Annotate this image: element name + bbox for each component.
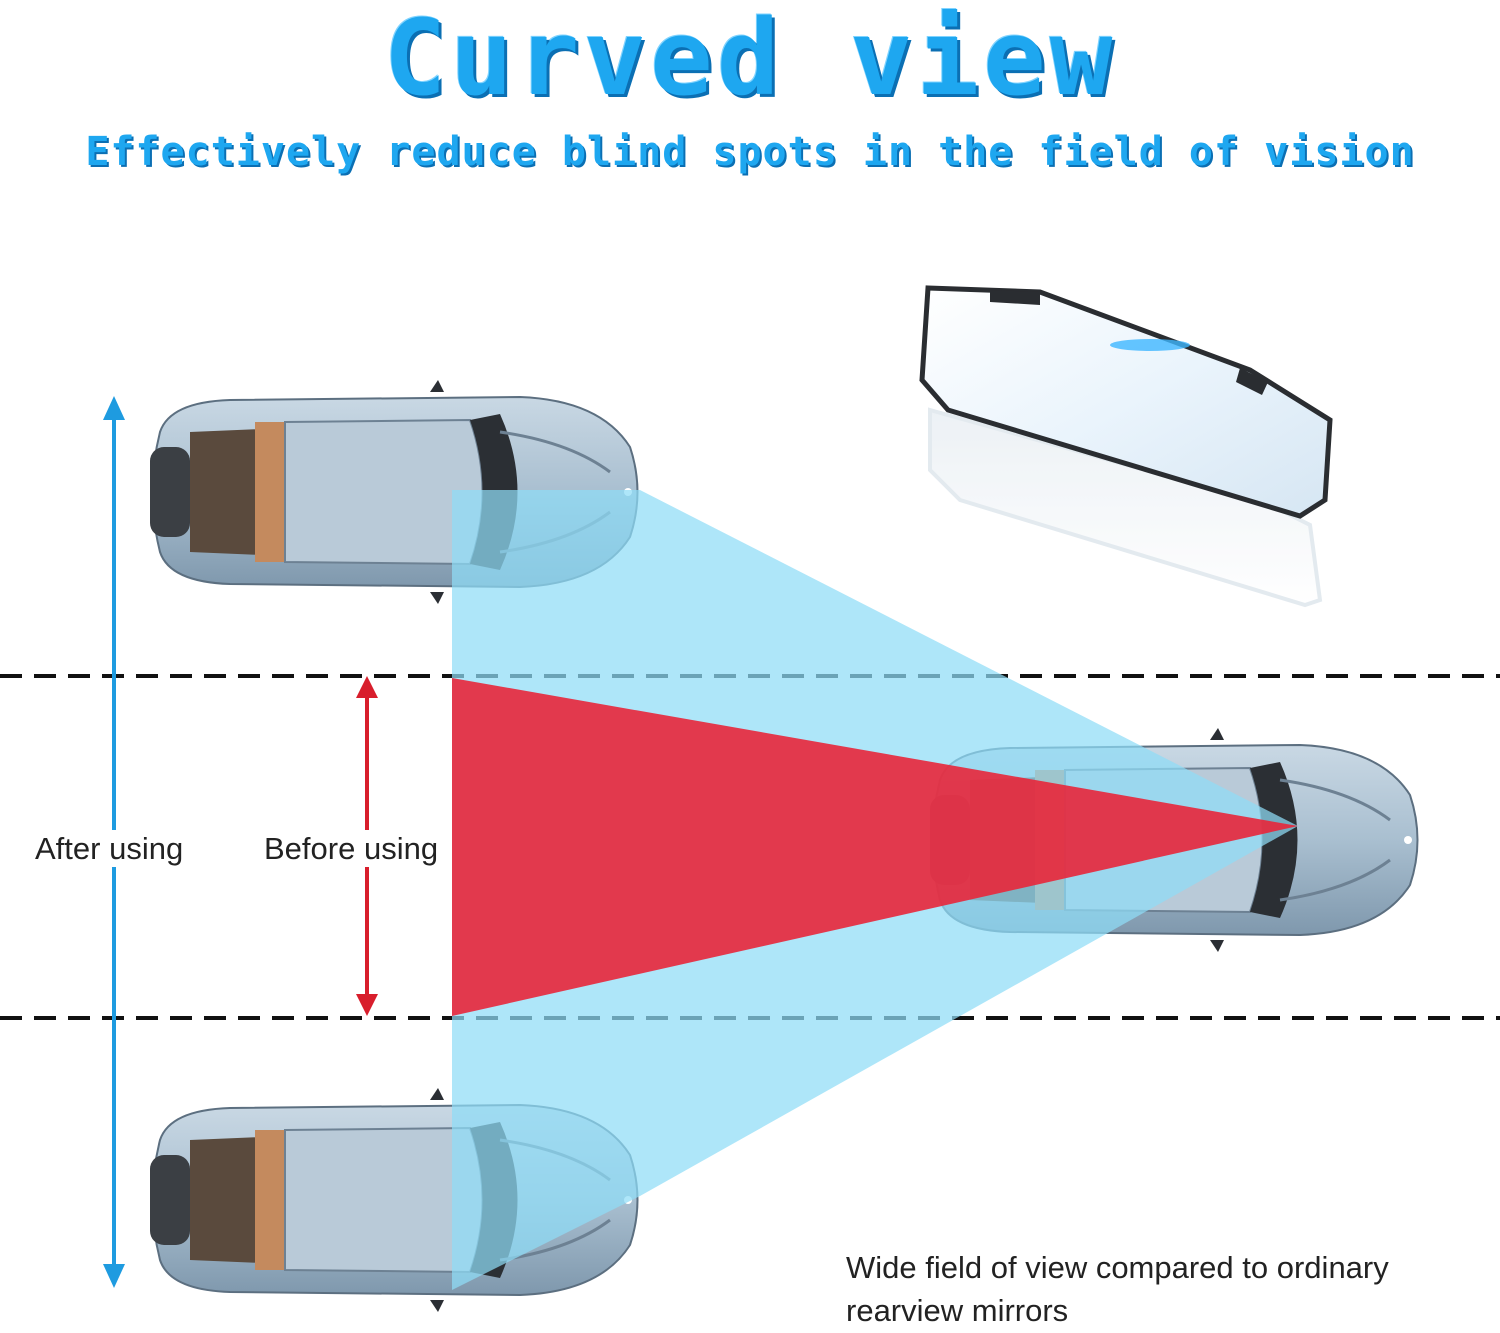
page-subtitle: Effectively reduce blind spots in the fi… — [85, 129, 1415, 175]
rearview-mirror-icon — [919, 285, 1333, 608]
after-using-label: After using — [33, 830, 186, 868]
narrow-view-area — [452, 678, 1298, 1016]
page-title: Curved view — [383, 0, 1117, 119]
before-using-label: Before using — [262, 830, 441, 868]
comparison-caption: Wide field of view compared to ordinary … — [846, 1250, 1389, 1329]
